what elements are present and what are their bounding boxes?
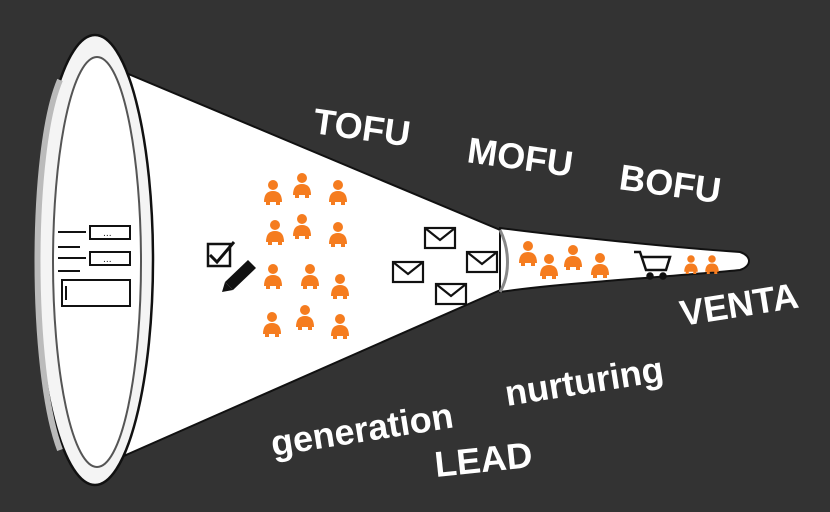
bofu-label: BOFU: [617, 156, 724, 211]
svg-text:...: ...: [103, 229, 112, 239]
funnel-neck-joint: [498, 229, 509, 293]
shopping-cart-icon: [634, 250, 672, 280]
tofu-label: TOFU: [311, 100, 413, 154]
checklist-pencil-icon: [206, 241, 256, 292]
envelope-icon: [423, 226, 457, 250]
mofu-label: MOFU: [465, 129, 576, 184]
envelope-icon: [465, 250, 499, 274]
form-icon: ... ...: [58, 225, 131, 307]
lead-label: LEAD: [433, 434, 535, 485]
venta-label: VENTA: [677, 275, 801, 334]
envelope-icon: [391, 260, 425, 284]
nurturing-label: nurturing: [502, 348, 666, 414]
generation-label: generation: [268, 395, 456, 464]
funnel-rim-shade: [34, 78, 63, 452]
funnel-neck: [499, 226, 750, 294]
svg-text:...: ...: [103, 255, 112, 265]
envelope-icon: [434, 282, 468, 306]
